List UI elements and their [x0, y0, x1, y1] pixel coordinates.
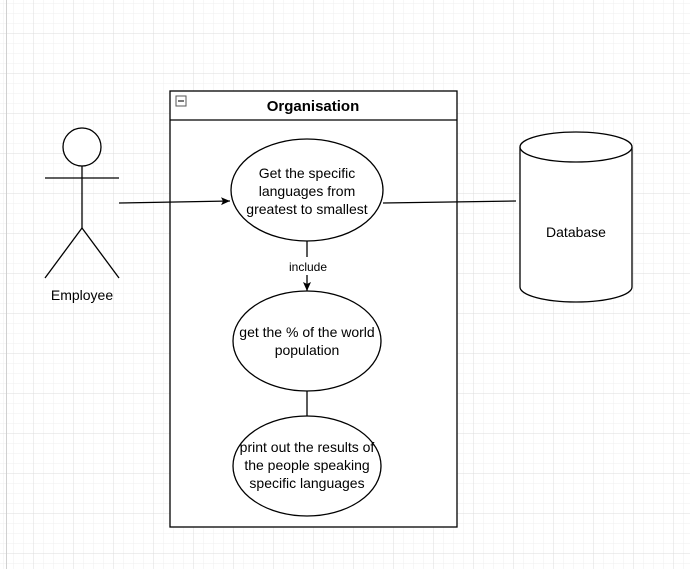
use-case-label-line: Get the specific: [259, 165, 356, 181]
actor-left-leg: [44, 227, 83, 279]
actor-employee[interactable]: Employee: [44, 127, 120, 303]
use-case-ellipse: [230, 138, 384, 242]
database-cylinder[interactable]: Database: [519, 131, 633, 303]
use-case-label-line: languages from: [259, 183, 356, 199]
include-label: include: [289, 260, 327, 274]
association-employee-to-use-case-1[interactable]: [118, 197, 231, 206]
association-use-case-1-to-database[interactable]: [382, 200, 517, 204]
use-case-label-line: specific languages: [249, 475, 364, 491]
use-case-label-line: get the % of the world: [239, 324, 374, 340]
use-case-ellipse: [232, 290, 382, 392]
use-case-get-languages[interactable]: Get the specific languages from greatest…: [230, 138, 384, 242]
actor-right-leg: [81, 227, 120, 279]
use-case-ellipse: [232, 415, 382, 517]
database-label: Database: [546, 224, 606, 240]
actor-head: [62, 127, 102, 167]
use-case-label-line: the people speaking: [244, 457, 369, 473]
collapse-icon[interactable]: [175, 95, 187, 107]
include-label-background: [282, 257, 332, 275]
database-top: [519, 131, 633, 163]
use-case-print-results[interactable]: print out the results of the people spea…: [232, 415, 382, 517]
actor-label: Employee: [51, 287, 113, 303]
use-case-world-population[interactable]: get the % of the world population: [232, 290, 382, 392]
system-title: Organisation: [267, 98, 360, 115]
use-case-label-line: greatest to smallest: [246, 201, 367, 217]
use-case-label-line: population: [275, 342, 340, 358]
database-body: [519, 147, 633, 303]
use-case-label-line: print out the results of: [240, 439, 375, 455]
